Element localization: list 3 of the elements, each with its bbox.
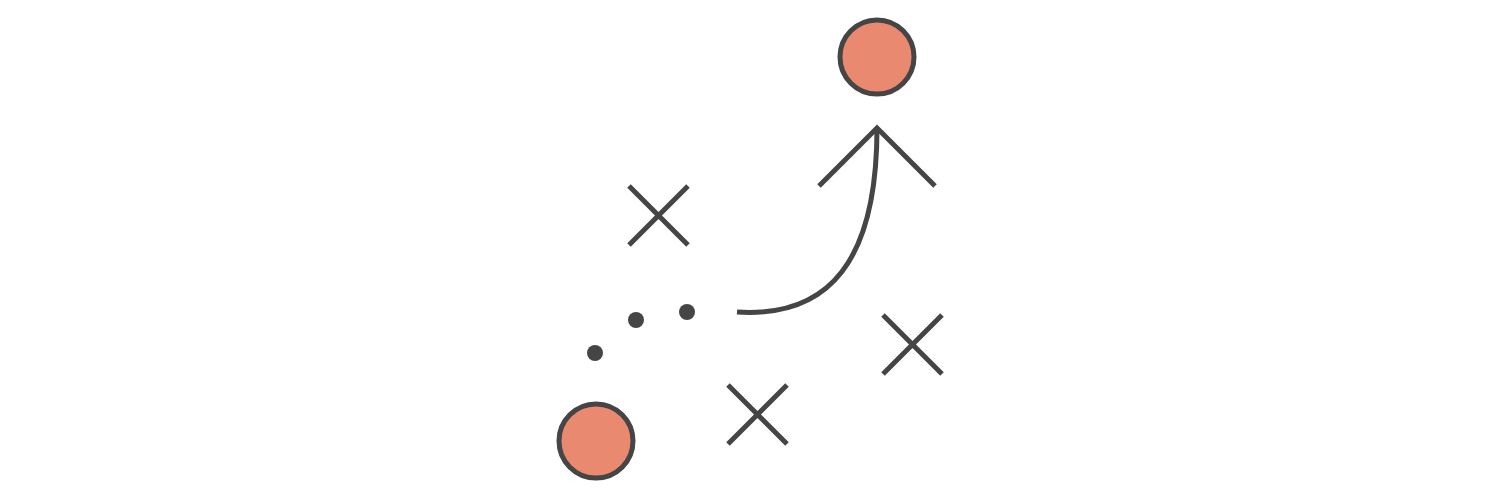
player-circle <box>837 17 917 97</box>
curved-arrow <box>737 125 936 315</box>
player-circle <box>556 401 636 481</box>
